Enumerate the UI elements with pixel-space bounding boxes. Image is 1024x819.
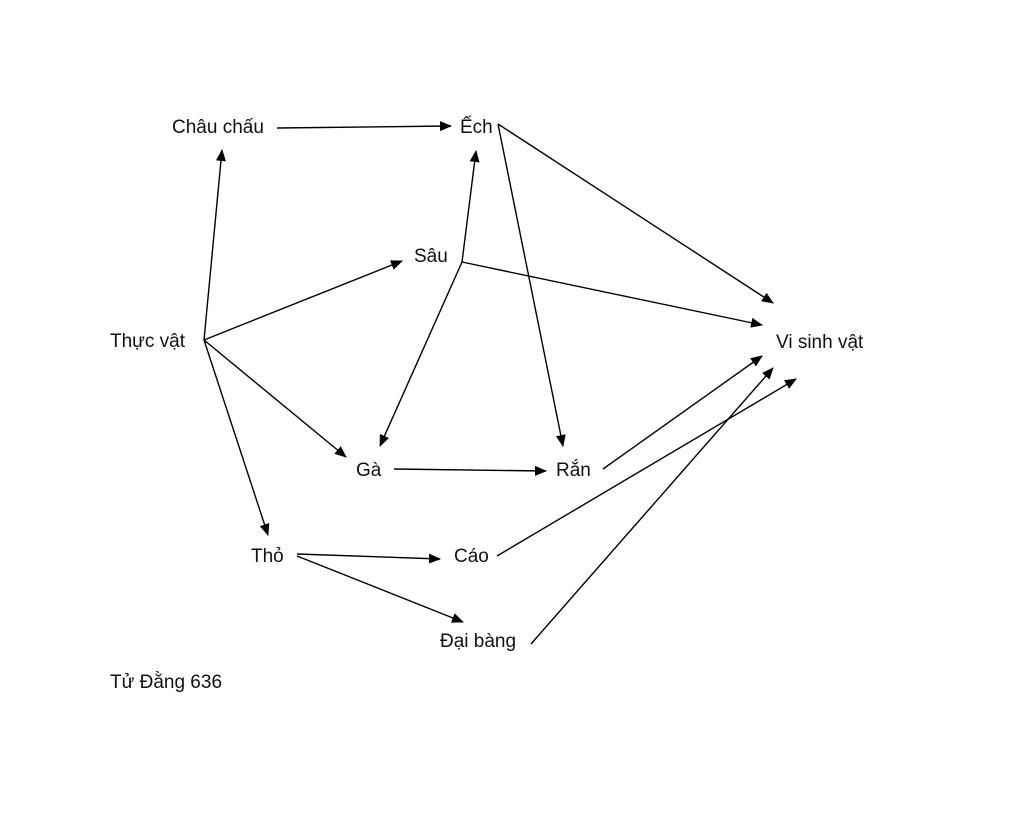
- arrow-ech-to-ran: [497, 123, 566, 447]
- arrow-sau-to-vi-sinh-vat: [461, 261, 763, 328]
- arrow-thuc-vat-to-sau: [203, 260, 403, 341]
- author-credit: Tử Đằng 636: [110, 672, 223, 693]
- arrow-thuc-vat-to-chau-chau: [203, 149, 226, 341]
- arrow-chau-chau-to-ech: [276, 121, 452, 132]
- arrow-sau-to-ga: [379, 261, 463, 447]
- arrow-ech-to-vi-sinh-vat: [497, 123, 774, 304]
- node-cao: Cáo: [454, 546, 489, 567]
- node-chau-chau: Châu chấu: [172, 117, 264, 138]
- arrow-dai-bang-to-vi-sinh-vat: [530, 367, 774, 645]
- arrow-cao-to-vi-sinh-vat: [496, 378, 797, 557]
- arrow-tho-to-dai-bang: [296, 555, 464, 623]
- arrow-tho-to-cao: [296, 553, 441, 564]
- arrow-sau-to-ech: [461, 150, 480, 263]
- node-vi-sinh-vat: Vi sinh vật: [776, 332, 864, 353]
- arrow-ga-to-ran: [393, 465, 547, 476]
- node-ech: Ếch: [460, 116, 493, 138]
- node-ga: Gà: [356, 460, 382, 481]
- node-ran: Rắn: [556, 459, 591, 481]
- node-dai-bang: Đại bàng: [440, 631, 516, 652]
- arrow-ran-to-vi-sinh-vat: [602, 355, 763, 470]
- node-thuc-vat: Thực vật: [110, 331, 186, 352]
- node-tho: Thỏ: [251, 546, 284, 567]
- node-sau: Sâu: [414, 246, 448, 267]
- edges-layer: [203, 121, 797, 645]
- arrow-thuc-vat-to-tho: [203, 339, 270, 536]
- arrow-thuc-vat-to-ga: [203, 339, 347, 458]
